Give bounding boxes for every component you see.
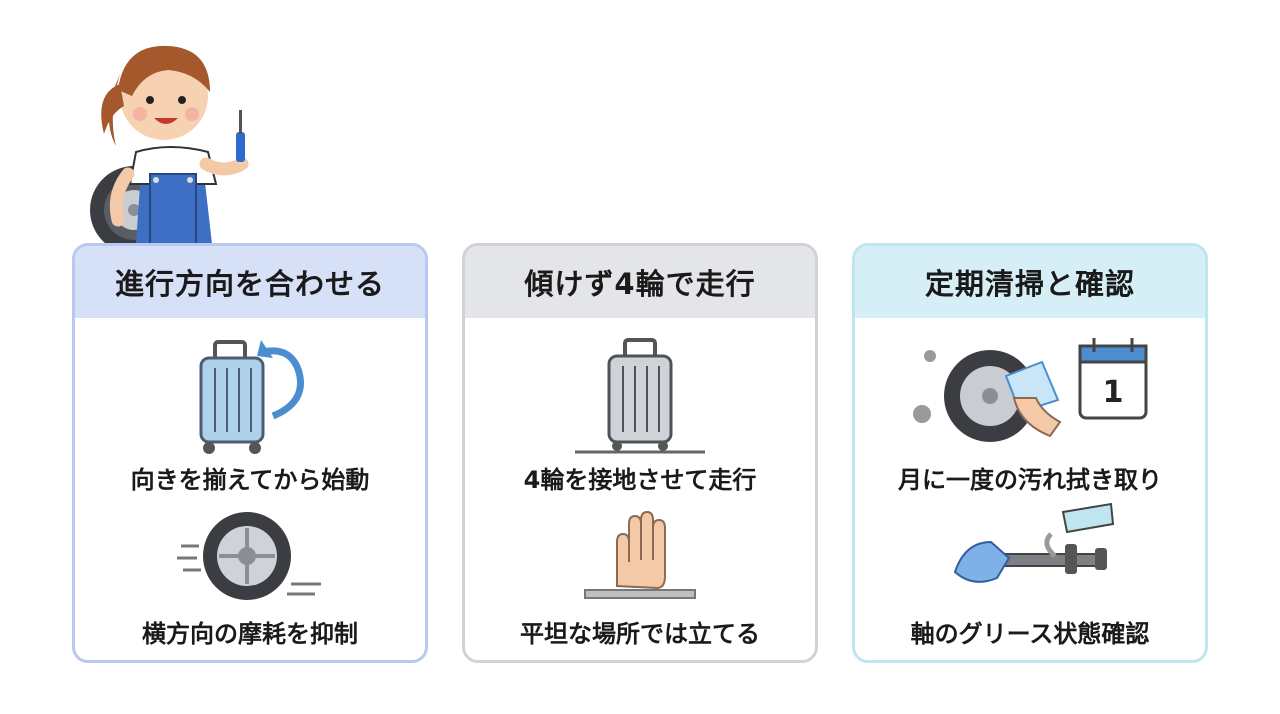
caption: 軸のグリース状態確認 <box>910 620 1150 648</box>
axle-grease-icon <box>953 502 1115 583</box>
caption: 4輪を接地させて走行 <box>523 466 757 494</box>
wheel-motion-icon <box>177 512 321 600</box>
wheel-cleaning-calendar-icon: 1 <box>913 338 1148 442</box>
caption: 横方向の摩耗を抑制 <box>142 620 358 648</box>
caption: 平坦な場所では立てる <box>520 620 760 648</box>
card-title: 傾けず4輪で走行 <box>465 246 815 318</box>
card-upright: 傾けず4輪で走行 4輪を接地させて走行 平坦な場所では立てる <box>462 243 818 663</box>
card-maintenance: 定期清掃と確認 1 月に一度の汚れ拭き取り <box>852 243 1208 663</box>
suitcase-rotate-icon <box>199 340 304 454</box>
hand-stop-icon <box>584 510 696 599</box>
card-title: 定期清掃と確認 <box>855 246 1205 318</box>
suitcase-upright-icon <box>575 338 705 454</box>
caption: 月に一度の汚れ拭き取り <box>898 466 1162 494</box>
caption: 向きを揃えてから始動 <box>130 466 370 494</box>
card-title: 進行方向を合わせる <box>75 246 425 318</box>
screwdriver-icon <box>236 110 245 162</box>
calendar-number: 1 <box>1103 375 1124 410</box>
card-direction: 進行方向を合わせる 向きを揃えてから始動 横方向の摩耗を抑制 <box>72 243 428 663</box>
mechanic-mascot <box>90 45 249 244</box>
calendar-icon: 1 <box>1078 338 1148 420</box>
